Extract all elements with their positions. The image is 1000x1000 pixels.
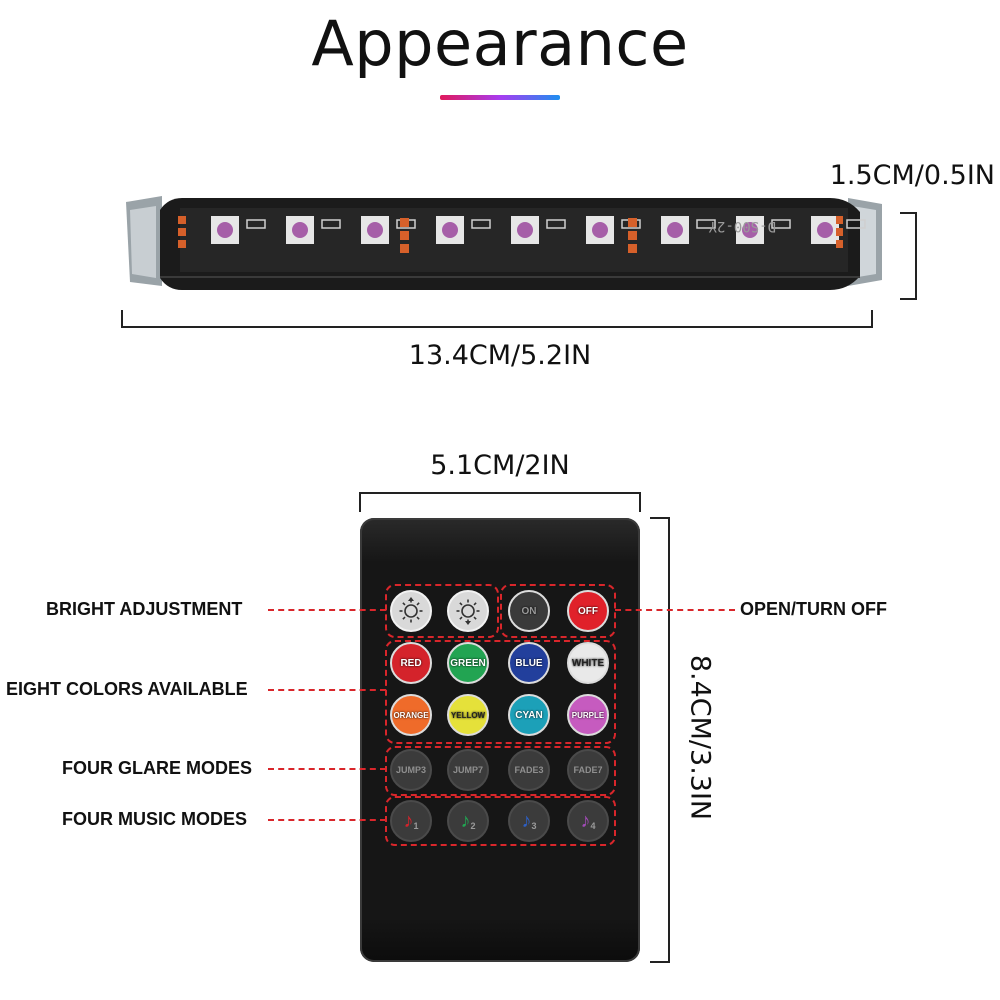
remote-width-line	[359, 492, 641, 494]
glare-button-jump7[interactable]: JUMP7	[447, 749, 489, 791]
led-strip: D-S00-2Y	[120, 190, 890, 300]
color-button-red[interactable]: RED	[390, 642, 432, 684]
callout-power-line	[615, 609, 735, 611]
brightness-up-icon	[399, 597, 423, 623]
color-button-blue[interactable]: BLUE	[508, 642, 550, 684]
pcb-print: D-S00-2Y	[708, 218, 776, 234]
callout-music: FOUR MUSIC MODES	[62, 809, 248, 829]
music-button-3[interactable]: ♪3	[508, 800, 550, 842]
callout-glare: FOUR GLARE MODES	[62, 758, 253, 778]
callout-bright: BRIGHT ADJUSTMENT	[46, 599, 243, 619]
glare-button-fade7[interactable]: FADE7	[567, 749, 609, 791]
remote-height-tick-bottom	[650, 961, 670, 963]
music-button-2[interactable]: ♪2	[447, 800, 489, 842]
callout-glare-line	[268, 768, 386, 770]
color-button-yellow-label: YELLOW	[450, 710, 486, 720]
power-button-off-label: OFF	[578, 605, 598, 617]
strip-resistor	[771, 219, 791, 229]
color-button-white[interactable]: WHITE	[567, 642, 609, 684]
music-button-1-label: 1	[413, 821, 419, 831]
strip-led-lens	[292, 222, 308, 238]
strip-resistor	[471, 219, 491, 229]
remote-width-label: 5.1CM/2IN	[430, 450, 570, 481]
brightness-down-icon	[456, 599, 480, 625]
strip-length-label: 13.4CM/5.2IN	[408, 340, 592, 371]
title-underline	[440, 95, 560, 100]
color-group	[385, 640, 616, 744]
strip-led-lens	[517, 222, 533, 238]
music-note-icon: ♪	[580, 809, 591, 832]
strip-height-tick-bottom	[900, 298, 917, 300]
power-button-on[interactable]: ON	[508, 590, 550, 632]
color-button-yellow[interactable]: YELLOW	[447, 694, 489, 736]
color-button-blue-label: BLUE	[515, 657, 543, 669]
strip-led-lens	[442, 222, 458, 238]
glare-button-jump7-label: JUMP7	[452, 765, 483, 775]
color-button-purple[interactable]: PURPLE	[567, 694, 609, 736]
strip-led-lens	[817, 222, 833, 238]
strip-length-tick-left	[121, 310, 123, 328]
music-note-icon: ♪	[403, 809, 414, 832]
strip-resistor	[246, 219, 266, 229]
strip-resistor	[846, 219, 866, 229]
strip-resistor	[546, 219, 566, 229]
glare-button-jump3[interactable]: JUMP3	[390, 749, 432, 791]
glare-button-fade3[interactable]: FADE3	[508, 749, 550, 791]
glare-group	[385, 746, 616, 796]
music-button-4[interactable]: ♪4	[567, 800, 609, 842]
color-button-white-label: WHITE	[571, 657, 605, 669]
strip-led-lens	[367, 222, 383, 238]
strip-length-tick-right	[871, 310, 873, 328]
remote-height-line	[668, 517, 670, 963]
strip-height-line	[915, 212, 917, 300]
strip-led-lens	[217, 222, 233, 238]
led-strip-illustration: D-S00-2Y	[126, 196, 882, 290]
strip-resistor	[696, 219, 716, 229]
color-button-green[interactable]: GREEN	[447, 642, 489, 684]
remote-height-label: 8.4CM/3.3IN	[684, 654, 716, 821]
music-button-4-label: 4	[590, 821, 596, 831]
power-button-off[interactable]: OFF	[567, 590, 609, 632]
callout-colors-line	[268, 689, 386, 691]
glare-button-jump3-label: JUMP3	[395, 765, 426, 775]
callout-colors: EIGHT COLORS AVAILABLE	[6, 679, 248, 699]
strip-led-lens	[592, 222, 608, 238]
remote-width-tick-right	[639, 492, 641, 512]
strip-height-label: 1.5CM/0.5IN	[829, 160, 995, 191]
color-button-cyan-label: CYAN	[515, 709, 543, 721]
color-button-red-label: RED	[400, 657, 422, 669]
power-button-on-label: ON	[521, 605, 537, 617]
strip-height-tick-top	[900, 212, 917, 214]
color-button-green-label: GREEN	[450, 657, 486, 669]
music-button-1[interactable]: ♪1	[390, 800, 432, 842]
strip-led-lens	[742, 222, 758, 238]
brightness-button-up[interactable]	[390, 590, 432, 632]
strip-led-lens	[667, 222, 683, 238]
color-button-orange-label: ORANGE	[393, 710, 429, 720]
music-button-2-label: 2	[470, 821, 476, 831]
callout-bright-line	[268, 609, 386, 611]
music-group	[385, 796, 616, 846]
music-note-icon: ♪	[521, 809, 532, 832]
strip-length-line	[121, 326, 873, 328]
color-button-cyan[interactable]: CYAN	[508, 694, 550, 736]
music-button-3-label: 3	[531, 821, 537, 831]
music-note-icon: ♪	[460, 809, 471, 832]
brightness-group	[385, 584, 499, 638]
color-button-orange[interactable]: ORANGE	[390, 694, 432, 736]
glare-button-fade3-label: FADE3	[514, 765, 544, 775]
glare-button-fade7-label: FADE7	[573, 765, 603, 775]
color-button-purple-label: PURPLE	[571, 710, 605, 720]
power-group	[500, 584, 616, 638]
callout-power: OPEN/TURN OFF	[740, 599, 887, 619]
page-title: Appearance	[311, 7, 689, 80]
remote-width-tick-left	[359, 492, 361, 512]
remote-height-tick-top	[650, 517, 670, 519]
strip-resistor	[321, 219, 341, 229]
callout-music-line	[268, 819, 386, 821]
brightness-button-down[interactable]	[447, 590, 489, 632]
